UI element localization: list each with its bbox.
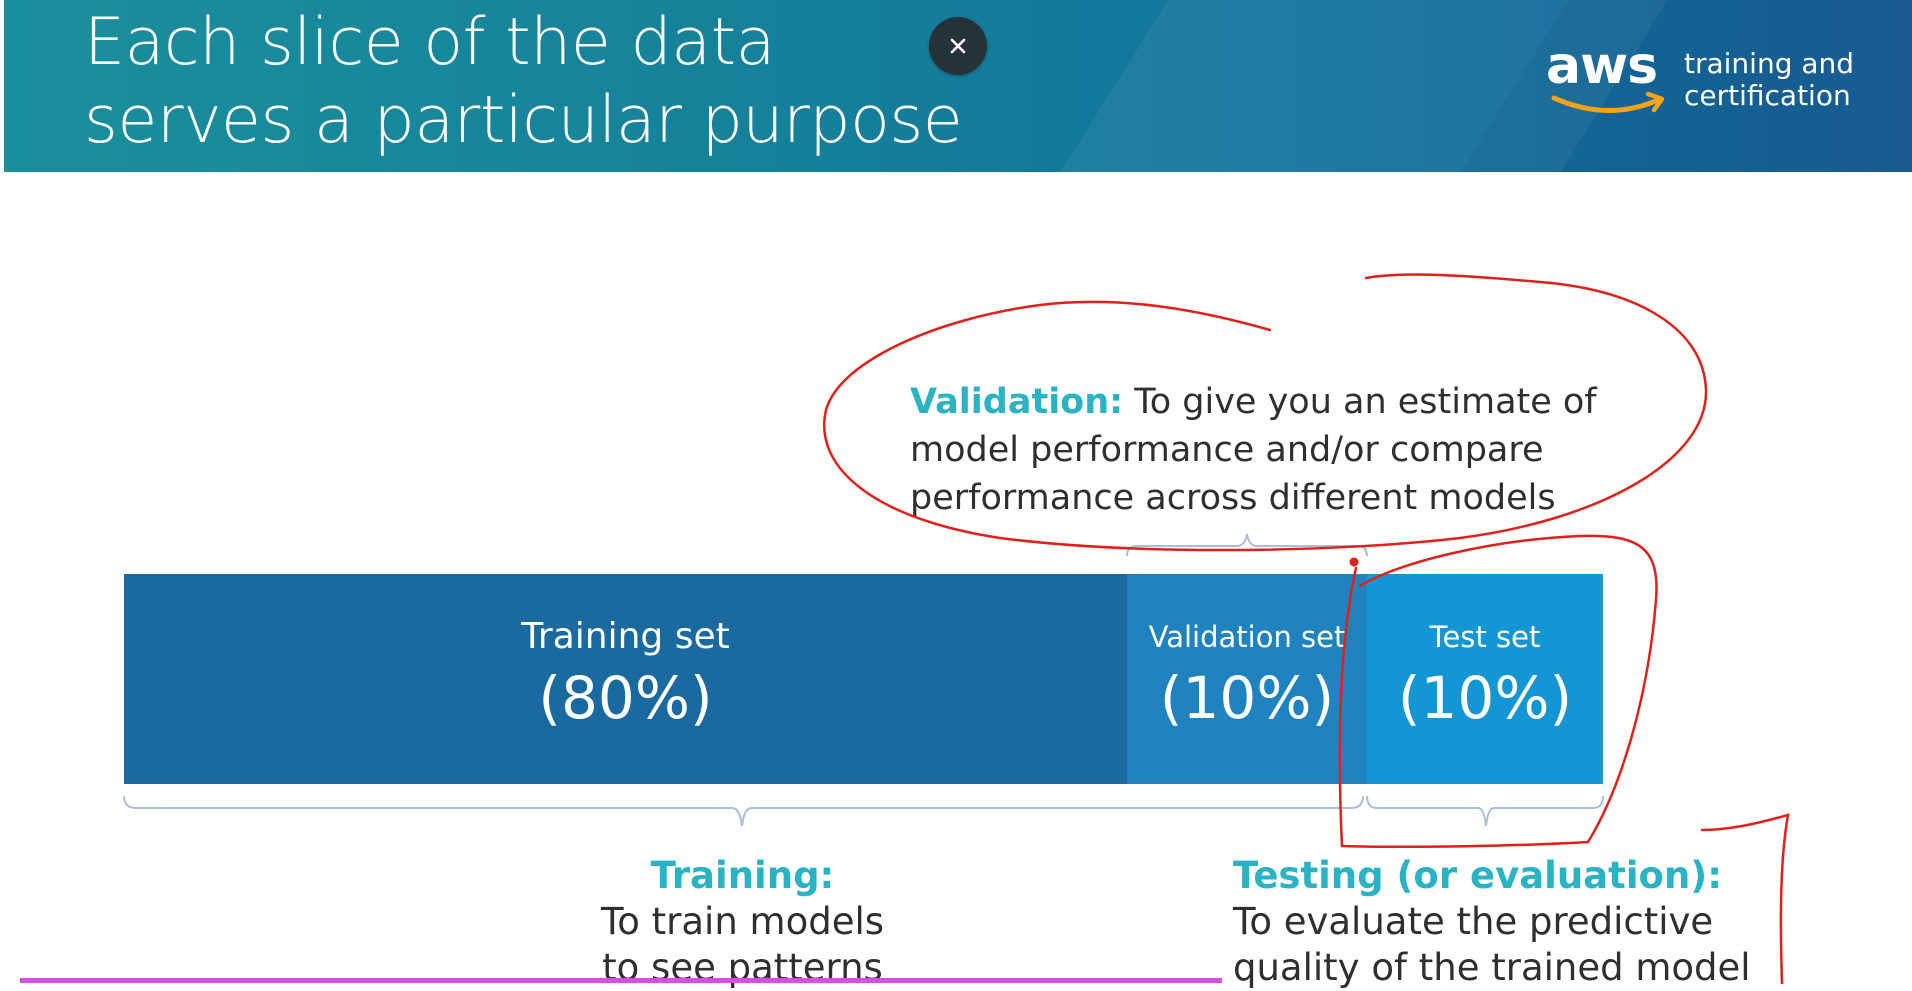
validation-set-label: Validation set — [1148, 620, 1346, 654]
testing-label: Testing (or evaluation): — [1233, 854, 1722, 897]
training-label: Training: — [650, 854, 835, 897]
aws-smile-icon — [1551, 91, 1665, 113]
training-set-label: Training set — [521, 616, 730, 657]
close-button[interactable] — [929, 17, 987, 75]
tagline-line-1: training and — [1684, 47, 1855, 80]
title-line-1: Each slice of the data — [84, 5, 775, 80]
tagline-line-2: certification — [1684, 79, 1851, 112]
training-set-segment: Training set (80%) — [124, 574, 1127, 784]
training-set-percent: (80%) — [538, 664, 713, 732]
testing-description: Testing (or evaluation): To evaluate the… — [1233, 853, 1873, 991]
title-line-2: serves a particular purpose — [84, 83, 963, 158]
aws-wordmark: aws — [1546, 36, 1658, 96]
testing-line-2: quality of the trained model — [1233, 946, 1751, 989]
close-icon — [950, 38, 966, 54]
validation-set-percent: (10%) — [1159, 664, 1335, 732]
test-brace — [1366, 795, 1604, 827]
training-line-2: to see patterns — [602, 946, 883, 989]
aws-tagline: training and certification — [1684, 48, 1854, 112]
training-line-1: To train models — [600, 900, 885, 943]
video-progress-bar[interactable] — [20, 978, 1222, 983]
training-brace — [123, 795, 1364, 827]
testing-line-1: To evaluate the predictive — [1233, 900, 1714, 943]
validation-brace — [1126, 533, 1368, 557]
slide-title: Each slice of the data serves a particul… — [84, 4, 963, 160]
training-description: Training: To train models to see pattern… — [560, 853, 925, 991]
validation-set-segment: Validation set (10%) — [1127, 574, 1367, 784]
